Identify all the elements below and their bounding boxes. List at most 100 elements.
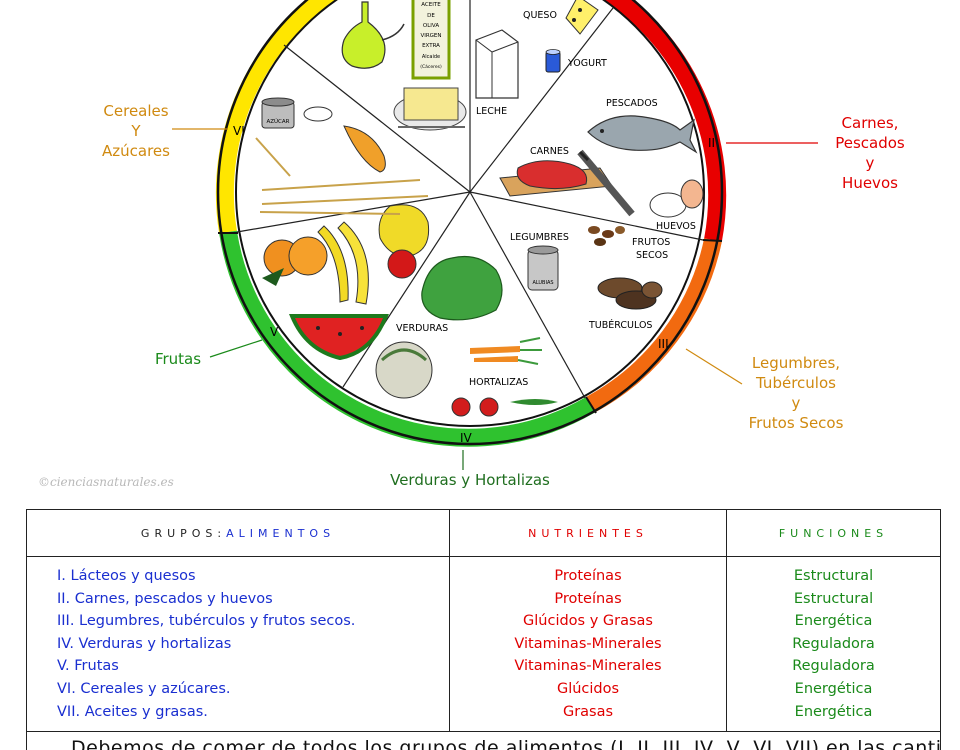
aceite-label-line: ACEITE	[421, 2, 441, 8]
nutrient-item: Vitaminas-Minerales	[514, 658, 662, 675]
header-nutrientes: NUTRIENTES	[449, 509, 727, 557]
group-item: IV. Verduras y hortalizas	[57, 635, 232, 652]
numeral-II: II	[708, 136, 715, 150]
oranges-illustration	[262, 236, 328, 286]
label-carnes-line: Carnes,	[841, 114, 899, 132]
footer-note-box: Debemos de comer de todos los grupos de …	[26, 731, 941, 750]
verduras-label: VERDURAS	[396, 323, 448, 334]
group-item: VI. Cereales y azúcares.	[57, 680, 231, 697]
beans-jar-illustration: ALUBIAS	[527, 245, 559, 291]
label-legumbres-line: Frutos Secos	[748, 414, 844, 432]
header-grupos-prefix: GRUPOS:	[140, 526, 227, 540]
watermelon-illustration	[289, 314, 389, 361]
corn-illustration	[343, 125, 386, 173]
numeral-VI: VI	[233, 124, 245, 138]
lettuce-illustration	[421, 255, 503, 321]
yogurt-illustration	[545, 49, 561, 73]
function-item: Energética	[794, 613, 873, 630]
aceite-label-line: OLIVA	[423, 23, 439, 29]
aceite-label-line: EXTRA	[422, 43, 440, 49]
aceite-label-line: Alcaide	[422, 54, 440, 60]
label-legumbres-line: y	[791, 394, 801, 412]
carnes-label: CARNES	[530, 146, 569, 157]
eggs-illustration	[649, 179, 704, 218]
nutrient-item: Proteínas	[554, 590, 622, 607]
huevos-label: HUEVOS	[656, 221, 696, 232]
label-cereales: Cereales Y Azúcares	[90, 101, 182, 161]
nutrient-item: Grasas	[562, 703, 614, 720]
nutrient-item: Glúcidos	[556, 680, 620, 697]
footer-note: Debemos de comer de todos los grupos de …	[71, 737, 941, 750]
groups-column: I. Lácteos y quesos II. Carnes, pescados…	[26, 555, 450, 733]
function-item: Estructural	[793, 568, 874, 584]
aceite-label-line: DE	[427, 13, 435, 19]
label-carnes-line: y	[865, 154, 875, 172]
frutos-label: FRUTOS	[632, 237, 670, 248]
label-legumbres-line: Legumbres,	[751, 354, 841, 372]
function-item: Reguladora	[792, 635, 875, 652]
tomatoes-peppers-illustration	[451, 397, 558, 417]
queso-label: QUESO	[523, 10, 557, 21]
functions-column: Estructural Estructural Energética Regul…	[726, 555, 941, 733]
label-legumbres-line: Tubérculos	[756, 374, 836, 392]
group-item: III. Legumbres, tubérculos y frutos seco…	[57, 613, 356, 630]
wheel-spokes	[236, 0, 704, 399]
header-funciones: FUNCIONES	[726, 509, 941, 557]
oil-can-illustration: ACEITE DE OLIVA VIRGEN EXTRA Alcaide (Cá…	[411, 0, 451, 80]
carrots-illustration	[470, 337, 542, 365]
nuts-illustration	[588, 226, 625, 246]
cauliflower-illustration	[375, 341, 433, 399]
aceite-label-line: (Cáceres)	[420, 63, 442, 70]
numeral-III: III	[658, 337, 669, 351]
function-item: Reguladora	[792, 658, 875, 675]
nutrient-item: Proteínas	[554, 568, 622, 584]
leche-label: LECHE	[476, 106, 507, 117]
group-item: VII. Aceites y grasas.	[57, 703, 208, 720]
group-item: I. Lácteos y quesos	[57, 568, 196, 584]
wheat-illustration	[255, 137, 429, 215]
numeral-IV: IV	[460, 431, 473, 445]
label-carnes-line: Huevos	[842, 174, 898, 192]
nutrients-column: Proteínas Proteínas Glúcidos y Grasas Vi…	[449, 555, 727, 733]
oil-bottle-illustration	[341, 1, 405, 69]
aceite-label-line: VIRGEN	[420, 33, 441, 39]
group-item: II. Carnes, pescados y huevos	[57, 590, 273, 607]
food-wheel: ACEITE DE OLIVA VIRGEN EXTRA Alcaide (Cá…	[172, 0, 818, 470]
tuberculos-label: TUBÉRCULOS	[588, 319, 652, 331]
table-body-row: I. Lácteos y quesos II. Carnes, pescados…	[26, 555, 941, 733]
secos-label: SECOS	[636, 250, 668, 261]
nutrient-item: Glúcidos y Grasas	[523, 613, 653, 630]
yogurt-label: YOGURT	[567, 58, 607, 69]
label-carnes: Carnes, Pescados y Huevos	[820, 113, 920, 193]
header-grupos-word: ALIMENTOS	[226, 526, 336, 540]
function-item: Estructural	[793, 590, 874, 607]
butter-illustration	[393, 87, 467, 131]
bananas-illustration	[317, 221, 369, 305]
function-item: Energética	[794, 680, 873, 697]
strawberry-illustration	[387, 249, 417, 279]
potatoes-illustration	[597, 277, 663, 310]
label-cereales-line: Azúcares	[102, 142, 170, 160]
header-grupos: GRUPOS:ALIMENTOS	[26, 509, 450, 557]
nutrient-item: Vitaminas-Minerales	[514, 635, 662, 652]
azucar-label: AZÚCAR	[267, 118, 290, 125]
label-frutas: Frutas	[154, 350, 202, 368]
sugar-pot-illustration: AZÚCAR	[261, 97, 333, 129]
ring-orange-arc	[585, 238, 722, 413]
numeral-V: V	[270, 325, 279, 339]
label-cereales-line: Y	[131, 122, 141, 140]
function-item: Energética	[794, 703, 873, 720]
label-cereales-line: Cereales	[103, 102, 169, 120]
cheese-illustration	[565, 0, 599, 35]
label-verduras: Verduras y Hortalizas	[390, 471, 550, 489]
meat-illustration	[499, 149, 635, 217]
table-header-row: GRUPOS:ALIMENTOS NUTRIENTES FUNCIONES	[26, 509, 941, 557]
credit-watermark: ©cienciasnaturales.es	[38, 475, 174, 489]
hortalizas-label: HORTALIZAS	[469, 377, 528, 388]
alubias-label: ALUBIAS	[532, 280, 553, 286]
group-item: V. Frutas	[57, 658, 119, 675]
food-groups-table: GRUPOS:ALIMENTOS NUTRIENTES FUNCIONES I.…	[26, 509, 941, 733]
legumbres-label: LEGUMBRES	[510, 232, 569, 243]
label-carnes-line: Pescados	[835, 134, 905, 152]
leader-lines	[172, 128, 818, 470]
